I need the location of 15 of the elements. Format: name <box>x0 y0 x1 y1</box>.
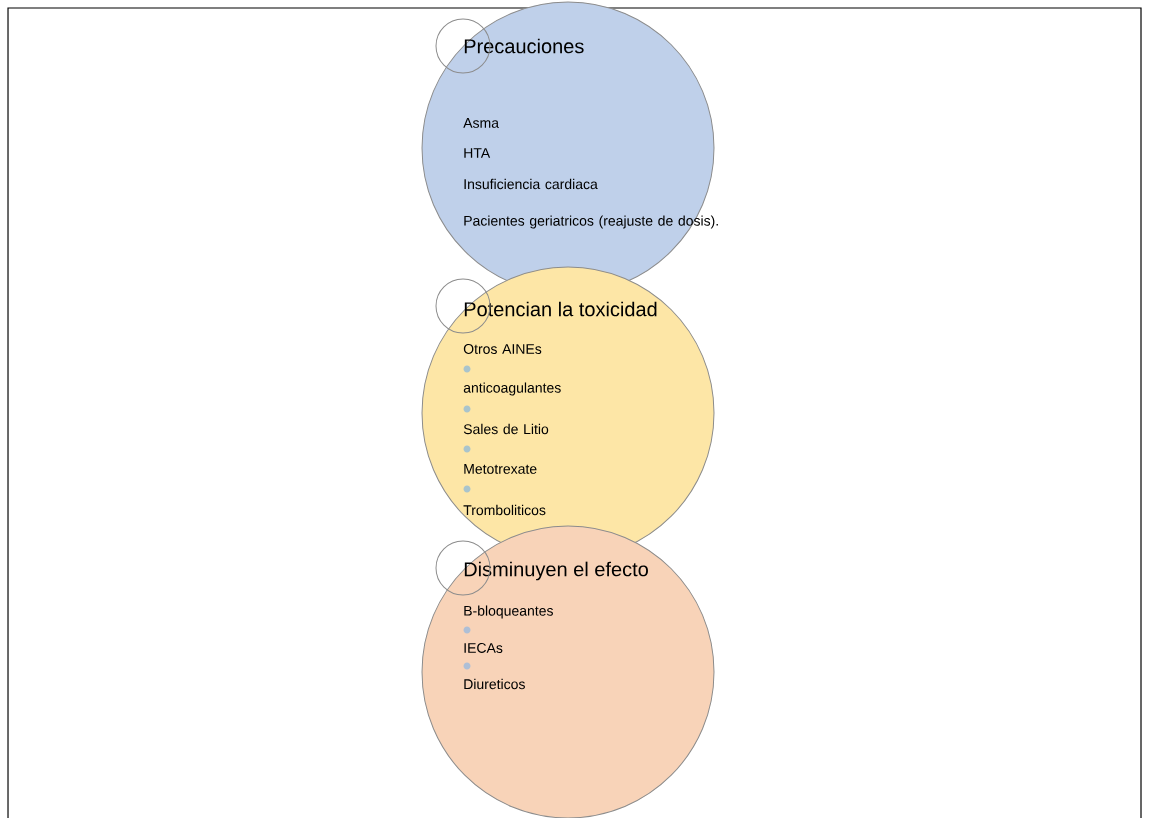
list-item: B-bloqueantes <box>464 605 553 619</box>
list-item: Asma <box>463 118 499 128</box>
list-item: Sales de Litio <box>463 423 549 435</box>
list-item: anticoagulantes <box>463 382 561 396</box>
list-item: Otros AINEs <box>463 344 542 354</box>
heading: Potencian la toxicidad <box>464 301 657 317</box>
list-item: HTA <box>464 148 491 158</box>
list-item: Metotrexate <box>464 464 537 474</box>
heading: Precauciones <box>464 38 584 54</box>
list-item: Tromboliticos <box>463 504 546 516</box>
list-item: Pacientes geriatricos (reajuste de dosis). <box>464 215 718 229</box>
list-item: Insuficiencia cardiaca <box>464 178 598 190</box>
heading: Disminuyen el efecto <box>464 561 648 581</box>
list-item: IECAs <box>464 643 503 653</box>
list-item: Diureticos <box>464 678 525 690</box>
